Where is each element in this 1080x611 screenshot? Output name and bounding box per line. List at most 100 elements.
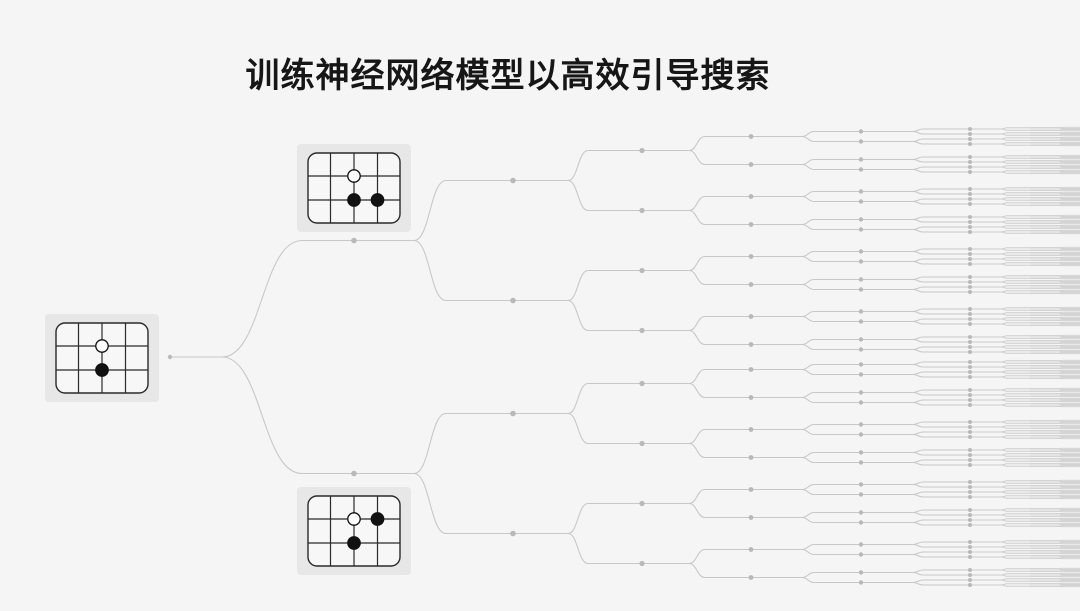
- tree-edge: [751, 223, 861, 231]
- tree-node: [510, 410, 516, 417]
- tree-edge: [970, 584, 1030, 587]
- white-stone: [347, 169, 361, 183]
- lower-child-go-board: [307, 495, 401, 567]
- tree-node: [858, 482, 864, 487]
- tree-edge: [861, 543, 970, 548]
- tree-edge: [1030, 312, 1080, 314]
- tree-edge: [513, 532, 642, 565]
- page-title: 训练神经网络模型以高效引导搜索: [245, 56, 771, 96]
- tree-edge: [513, 269, 642, 302]
- tree-edge: [751, 255, 861, 263]
- tree-edge: [1030, 437, 1080, 440]
- tree-node: [968, 550, 972, 554]
- tree-node: [968, 165, 972, 169]
- tree-edge: [861, 338, 970, 343]
- tree-edge: [1030, 162, 1080, 165]
- tree-node: [748, 342, 754, 347]
- tree-node: [351, 470, 357, 477]
- tree-edge: [642, 382, 751, 399]
- tree-node: [510, 530, 516, 537]
- tree-edge: [1030, 187, 1080, 189]
- tree-edge: [1030, 432, 1080, 435]
- tree-edge: [1030, 490, 1080, 492]
- tree-node: [858, 139, 864, 144]
- tree-edge: [751, 218, 861, 226]
- tree-node: [639, 440, 645, 447]
- tree-node: [748, 134, 754, 139]
- tree-edge: [970, 231, 1030, 234]
- tree-node: [968, 403, 972, 407]
- tree-edge: [1030, 225, 1080, 227]
- tree-edge: [970, 464, 1030, 467]
- tree-edge: [1030, 585, 1080, 588]
- tree-edge: [861, 571, 970, 576]
- tree-node: [748, 575, 754, 580]
- tree-node: [968, 490, 972, 494]
- tree-edge: [970, 394, 1030, 397]
- tree-edge: [861, 130, 970, 135]
- tree-node: [858, 552, 864, 557]
- tree-edge: [751, 488, 861, 496]
- tree-edge: [970, 286, 1030, 289]
- tree-edge: [970, 556, 1030, 559]
- tree-edge: [1030, 322, 1080, 324]
- tree-node: [968, 573, 972, 577]
- tree-edge: [970, 226, 1030, 229]
- tree-node: [968, 247, 972, 251]
- tree-edge: [970, 128, 1030, 131]
- tree-edge: [861, 320, 970, 325]
- tree-node: [968, 262, 972, 266]
- tree-edge: [1030, 453, 1080, 455]
- tree-edge: [1030, 165, 1080, 167]
- tree-edge: [1030, 194, 1080, 197]
- tree-edge: [1030, 192, 1080, 194]
- tree-node: [968, 398, 972, 402]
- tree-edge: [1030, 337, 1080, 340]
- tree-edge: [1030, 430, 1080, 432]
- tree-edge: [1030, 222, 1080, 225]
- tree-edge: [751, 130, 861, 138]
- tree-edge: [970, 253, 1030, 256]
- tree-edge: [1030, 132, 1080, 134]
- tree-node: [968, 485, 972, 489]
- tree-edge: [1030, 230, 1080, 232]
- tree-edge: [970, 351, 1030, 354]
- tree-edge: [751, 195, 861, 203]
- tree-edge: [861, 553, 970, 558]
- tree-edge: [1030, 290, 1080, 292]
- tree-edge: [1030, 515, 1080, 518]
- tree-edge: [642, 442, 751, 459]
- tree-edge: [642, 329, 751, 346]
- tree-edge: [1030, 340, 1080, 342]
- tree-edge: [1030, 167, 1080, 170]
- tree-node: [858, 460, 864, 465]
- tree-edge: [970, 399, 1030, 402]
- tree-node: [748, 515, 754, 520]
- tree-node: [968, 312, 972, 316]
- tree-edge: [751, 338, 861, 346]
- tree-edge: [354, 179, 513, 242]
- tree-edge: [751, 278, 861, 286]
- tree-node: [968, 192, 972, 196]
- tree-node: [639, 500, 645, 507]
- tree-edge: [861, 373, 970, 378]
- tree-node: [968, 370, 972, 374]
- tree-edge: [1030, 309, 1080, 312]
- tree-node: [858, 432, 864, 437]
- tree-edge: [1030, 497, 1080, 500]
- tree-edge: [513, 502, 642, 535]
- tree-edge: [1030, 350, 1080, 352]
- tree-edge: [970, 514, 1030, 517]
- tree-edge: [751, 428, 861, 436]
- tree-edge: [1030, 264, 1080, 267]
- root-go-board: [55, 322, 149, 394]
- tree-edge: [1030, 542, 1080, 545]
- tree-edge: [1030, 513, 1080, 515]
- tree-node: [510, 177, 516, 184]
- tree-edge: [751, 135, 861, 143]
- tree-edge: [1030, 317, 1080, 319]
- tree-edge: [970, 263, 1030, 266]
- tree-edge: [751, 571, 861, 579]
- tree-edge: [970, 156, 1030, 159]
- tree-edge: [1030, 362, 1080, 365]
